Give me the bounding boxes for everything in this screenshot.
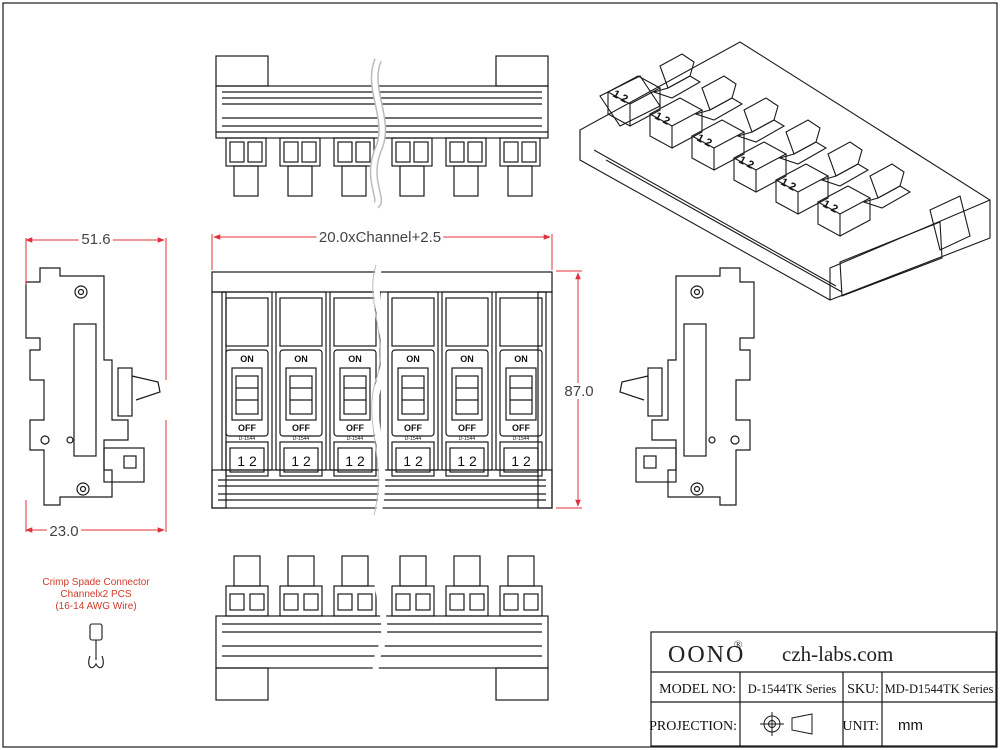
switch-channel [441, 291, 493, 477]
terminal-number-label: 1 2 [291, 453, 311, 469]
bottom-terminal-module [333, 555, 377, 617]
iso-switch-module: 1 2 [816, 163, 912, 237]
top-terminal-module [333, 137, 375, 197]
iso-switch-module: 1 2 [690, 97, 786, 171]
switch-on-label: ON [348, 354, 362, 364]
switch-model-label: D-1544 [347, 436, 364, 442]
note-line-3: (16-14 AWG Wire) [55, 601, 136, 612]
switch-channel [387, 291, 439, 477]
bottom-terminal-module [499, 555, 543, 617]
iso-switch-module: 1 2 [774, 141, 870, 215]
unit-value: mm [898, 717, 923, 734]
switch-off-label: OFF [404, 423, 422, 433]
switch-off-label: OFF [512, 423, 530, 433]
brand-logo: OONO [668, 642, 745, 668]
top-terminal-module [279, 137, 321, 197]
switch-off-label: OFF [292, 423, 310, 433]
dim-side-depth: 23.0 [49, 523, 78, 540]
website-text: czh-labs.com [782, 642, 893, 666]
bottom-terminal-module [225, 555, 269, 617]
projection-symbol-icon [760, 712, 813, 736]
switch-channel [329, 291, 381, 477]
dimension-lines [25, 234, 582, 533]
bottom-terminal-module [445, 555, 489, 617]
terminal-number-label: 1 2 [345, 453, 365, 469]
switch-channel [495, 291, 547, 477]
registered-mark: ® [734, 639, 742, 651]
switch-model-label: D-1544 [405, 436, 422, 442]
terminal-number-label: 1 2 [511, 453, 531, 469]
switch-channel [275, 291, 327, 477]
bottom-terminal-module [391, 555, 435, 617]
terminal-number-label: 1 2 [237, 453, 257, 469]
switch-model-label: D-1544 [459, 436, 476, 442]
iso-switch-module: 1 2 [648, 75, 744, 149]
iso-switch-module: 1 2 [606, 53, 702, 127]
bottom-terminal-module [279, 555, 323, 617]
dim-height: 87.0 [564, 383, 593, 400]
model-no-label: MODEL NO: [659, 682, 736, 697]
projection-label: PROJECTION: [649, 719, 737, 734]
top-terminal-module [391, 137, 433, 197]
terminal-number-label: 1 2 [457, 453, 477, 469]
left-side-view [25, 267, 161, 506]
switch-model-label: D-1544 [293, 436, 310, 442]
switch-on-label: ON [460, 354, 474, 364]
unit-label: UNIT: [842, 719, 879, 734]
switch-model-label: D-1544 [513, 436, 530, 442]
switch-on-label: ON [406, 354, 420, 364]
break-line-front [371, 264, 381, 516]
switch-on-label: ON [294, 354, 308, 364]
sku-value: MD-D1544TK Series [885, 682, 994, 696]
iso-switch-module: 1 2 [732, 119, 828, 193]
switch-on-label: ON [514, 354, 528, 364]
switch-off-label: OFF [238, 423, 256, 433]
top-terminal-module [499, 137, 541, 197]
title-block [650, 631, 997, 747]
isometric-view: 1 21 21 21 21 21 2 [579, 41, 991, 301]
note-line-1: Crimp Spade Connector [42, 577, 150, 588]
dim-side-width: 51.6 [81, 231, 110, 248]
model-no-value: D-1544TK Series [748, 682, 837, 696]
right-side-view [619, 267, 755, 506]
top-terminal-module [225, 137, 267, 197]
dim-length: 20.0xChannel+2.5 [319, 229, 441, 246]
iso-terminal-label: 1 2 [611, 88, 630, 106]
switch-model-label: D-1544 [239, 436, 256, 442]
note-line-2: Channelx2 PCS [60, 589, 131, 600]
switch-channel [221, 291, 273, 477]
switch-off-label: OFF [346, 423, 364, 433]
spade-connector-icon [88, 623, 104, 669]
switch-on-label: ON [240, 354, 254, 364]
sku-label: SKU: [847, 682, 879, 697]
terminal-number-label: 1 2 [403, 453, 423, 469]
top-terminal-module [445, 137, 487, 197]
switch-off-label: OFF [458, 423, 476, 433]
